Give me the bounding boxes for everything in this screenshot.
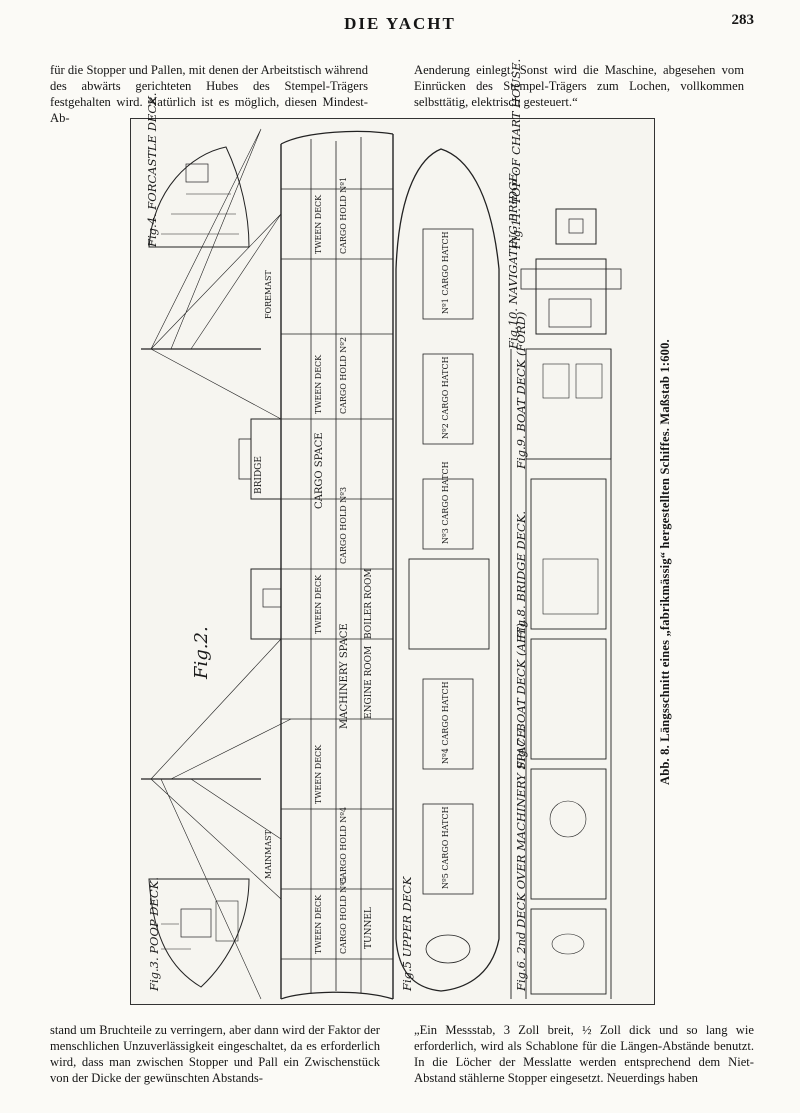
tween-label-5: TWEEN DECK (314, 894, 323, 954)
tween-label-1: TWEEN DECK (314, 194, 323, 254)
forcastle-deck-outline (148, 146, 250, 248)
hatch-label-5: Nº5 CARGO HATCH (441, 806, 450, 889)
tween-label-4: TWEEN DECK (314, 744, 323, 804)
label-mainmast: MAINMAST (264, 830, 273, 879)
upper-deck-plan (395, 148, 500, 992)
hatch-label-3: Nº3 CARGO HATCH (441, 461, 450, 544)
figure-label-fig7: Fig.7. BOAT DECK (AFT). (514, 619, 528, 769)
label-machinery-space: MACHINERY SPACE (339, 623, 350, 729)
figure-label-fig8: Fig.8. BRIDGE DECK. (514, 510, 528, 639)
tween-label-3: TWEEN DECK (314, 574, 323, 634)
label-boiler-room: BOILER ROOM (364, 568, 374, 639)
figure-label-fig3: Fig.3. POOP DECK. (147, 877, 161, 991)
hold-label-4: CARGO HOLD Nº4 (339, 806, 348, 884)
hold-label-1: CARGO HOLD Nº1 (339, 176, 348, 254)
hold-label-5: CARGO HOLD Nº5 (339, 876, 348, 954)
deck-plan-strips (510, 348, 612, 999)
ship-profile-elevation (141, 128, 394, 1000)
figure-label-fig4: Fig.4. FORCASTLE DECK. (145, 92, 159, 247)
ship-plan-plate: Fig.4. FORCASTLE DECK. Fig.2. Fig.3. POO… (130, 59, 655, 1005)
tween-label-2: TWEEN DECK (314, 354, 323, 414)
figure-label-fig5: Fig.5 UPPER DECK (400, 876, 414, 991)
running-title: DIE YACHT (344, 14, 456, 33)
text-column-top-left: für die Stopper und Pallen, mit denen de… (50, 63, 368, 125)
figure-caption-text: Abb. 8. Längsschnitt eines „fabrikmässig… (658, 339, 672, 785)
text-column-bottom-right: „Ein Messstab, 3 Zoll breit, ½ Zoll dick… (414, 1023, 754, 1085)
page-number: 283 (731, 12, 755, 28)
label-bridge: BRIDGE (254, 456, 264, 494)
hatch-label-4: Nº4 CARGO HATCH (441, 681, 450, 764)
ship-plan-drawing (141, 128, 622, 1000)
label-tunnel: TUNNEL (364, 907, 374, 949)
label-cargo-space: CARGO SPACE (314, 432, 325, 509)
hold-label-2: CARGO HOLD Nº2 (339, 336, 348, 414)
figure-label-fig11: Fig.11. TOP OF CHART HOUSE. (509, 58, 523, 249)
label-foremast: FOREMAST (264, 270, 273, 319)
bridge-plans (520, 208, 622, 335)
text-column-bottom-left: stand um Bruchteile zu verringern, aber … (50, 1023, 380, 1085)
figure-label-fig2: Fig.2. (191, 626, 212, 679)
label-engine-room: ENGINE ROOM (364, 645, 374, 719)
hatch-label-1: Nº1 CARGO HATCH (441, 231, 450, 314)
poop-deck-outline (148, 878, 250, 988)
hold-label-3: CARGO HOLD Nº3 (339, 486, 348, 564)
hatch-label-2: Nº2 CARGO HATCH (441, 356, 450, 439)
text-column-top-right: Aenderung einlegt. Sonst wird die Maschi… (414, 63, 744, 109)
